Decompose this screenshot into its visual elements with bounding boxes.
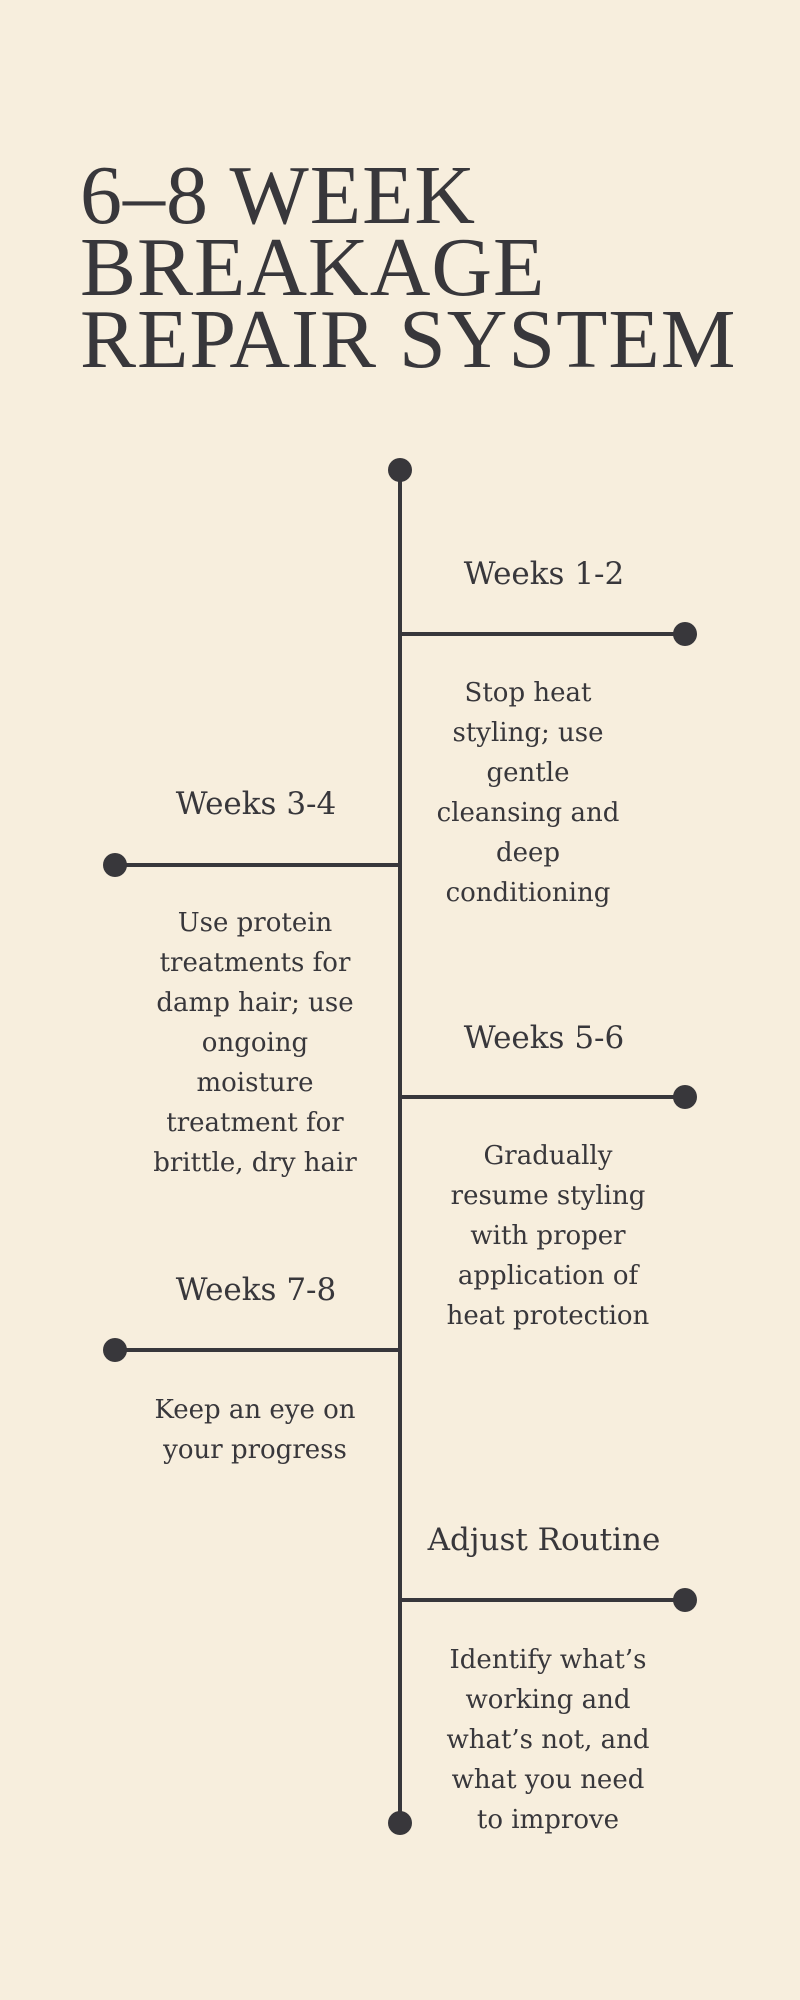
title-line: 6–8 WEEK (80, 149, 477, 242)
step-dot (673, 622, 697, 646)
step-heading: Adjust Routine (427, 1522, 661, 1558)
page-title: 6–8 WEEK BREAKAGE REPAIR SYSTEM (80, 149, 737, 386)
step-connector (400, 1598, 685, 1602)
step-description: Stop heat styling; use gentle cleansing … (436, 678, 620, 908)
step-connector (400, 632, 685, 636)
timeline-end-dot (388, 1811, 412, 1835)
step-dot (673, 1588, 697, 1612)
step-heading: Weeks 3-4 (175, 786, 337, 822)
step-dot (103, 1338, 127, 1362)
step-description: Identify what’s working and what’s not, … (446, 1645, 650, 1835)
step-heading: Weeks 5-6 (463, 1020, 625, 1056)
step-dot (103, 853, 127, 877)
step-heading: Weeks 1-2 (463, 556, 625, 592)
step-description: Gradually resume styling with proper app… (446, 1141, 650, 1331)
title-line: REPAIR SYSTEM (80, 293, 737, 386)
step-description: Use protein treatments for damp hair; us… (153, 908, 357, 1178)
step-dot (673, 1085, 697, 1109)
step-heading: Weeks 7-8 (175, 1272, 337, 1308)
step-connector (400, 1095, 685, 1099)
step-connector (115, 863, 400, 867)
timeline-axis (398, 470, 402, 1823)
timeline-start-dot (388, 458, 412, 482)
title-line: BREAKAGE (80, 221, 546, 314)
step-connector (115, 1348, 400, 1352)
step-description: Keep an eye on your progress (154, 1395, 356, 1465)
